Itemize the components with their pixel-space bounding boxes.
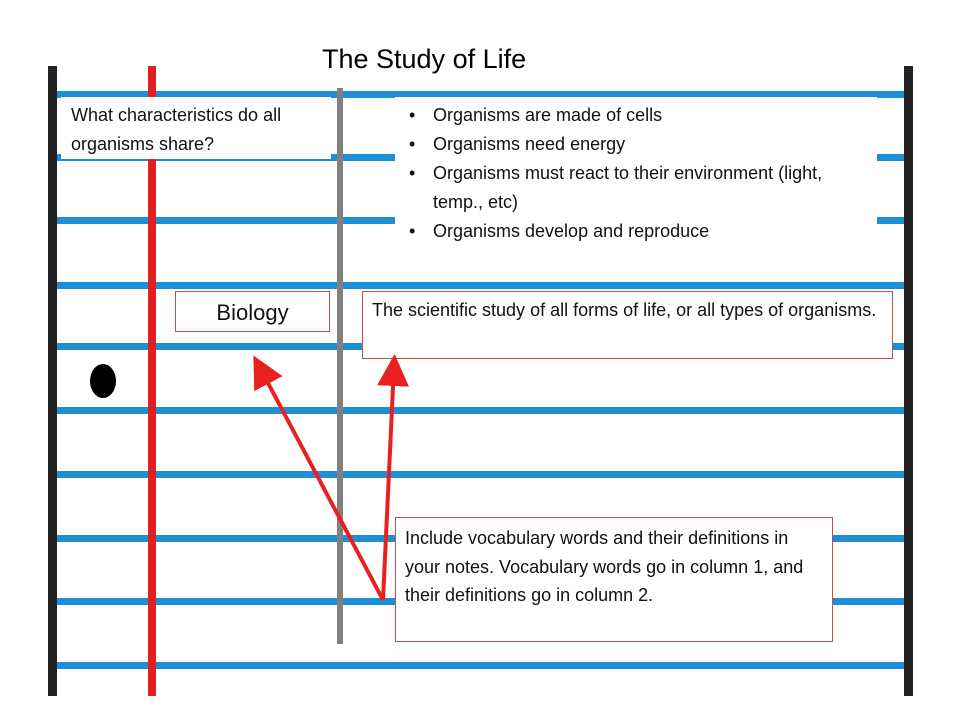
arrow-to-definition [377,354,410,601]
rule-line [55,662,908,669]
list-item: Organisms must react to their environmen… [405,159,877,217]
definition-box: The scientific study of all forms of lif… [362,291,893,359]
binder-hole [90,364,116,398]
rule-line [55,407,908,414]
right-page-border [904,66,913,696]
rule-line [55,471,908,478]
instruction-note-box: Include vocabulary words and their defin… [395,517,833,642]
page-title: The Study of Life [322,44,527,74]
arrow-to-vocab-word [253,355,385,601]
margin-line [148,66,156,696]
list-item: Organisms develop and reproduce [405,217,877,246]
list-item: Organisms are made of cells [405,101,877,130]
rule-line [55,282,908,289]
characteristics-box: Organisms are made of cells Organisms ne… [395,97,877,247]
characteristics-list: Organisms are made of cells Organisms ne… [405,101,877,246]
question-box: What characteristics do all organisms sh… [61,97,331,159]
column-divider [337,88,343,644]
left-page-border [48,66,57,696]
vocab-word-box: Biology [175,291,330,332]
list-item: Organisms need energy [405,130,877,159]
rule-line [55,91,908,98]
